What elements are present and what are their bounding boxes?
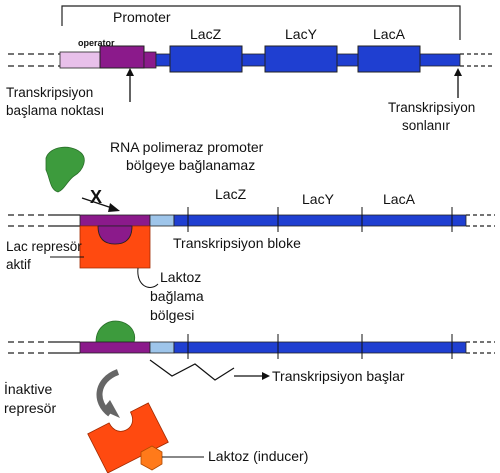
end-label-line2: sonlanır <box>402 118 451 133</box>
gene2-laca-label: LacA <box>383 191 416 207</box>
start-label-line1: Transkripsiyon <box>6 85 93 100</box>
mrna-zigzag <box>149 359 235 381</box>
dna3-genes <box>173 341 467 354</box>
dna3-promoter <box>149 341 175 354</box>
lactose-site-label-line1: Laktoz <box>160 269 201 285</box>
repressor-operator-binding <box>97 225 133 245</box>
gene-lacz <box>169 45 243 73</box>
transcription-blocked-label: Transkripsiyon bloke <box>173 235 301 251</box>
panel-2: RNA polimeraz promoter bölgeye bağlanama… <box>6 139 495 323</box>
dna2-promoter <box>149 214 175 227</box>
rna-pol-label-line2: bölgeye bağlanamaz <box>126 157 255 173</box>
gene2-lacz-label: LacZ <box>215 186 247 202</box>
promoter-bracket <box>61 5 461 40</box>
lactose-site-label-line3: bölgesi <box>150 307 194 323</box>
panel-1: Promoter operator LacZ LacY LacA Transkr… <box>6 5 495 133</box>
inducer-label: Laktoz (inducer) <box>208 448 308 464</box>
repressor-label-line1: Lac represör <box>6 239 82 254</box>
blocked-arrow-head <box>108 203 120 212</box>
release-arrow-head <box>102 400 120 418</box>
inactive-repressor-label-line1: İnaktive <box>4 380 52 397</box>
lactose-site-pointer <box>137 267 159 288</box>
gene-lacy <box>264 45 338 73</box>
operator-tail <box>143 51 157 69</box>
end-label-line1: Transkripsiyon <box>388 100 475 115</box>
start-label-line2: başlama noktası <box>6 103 104 118</box>
dna2-operator <box>79 214 151 227</box>
dna2-genes <box>173 214 467 227</box>
lactose-inducer-shape <box>140 445 163 471</box>
rna-pol-label-line1: RNA polimeraz promoter <box>110 139 264 155</box>
repressor-label-line2: aktif <box>6 257 31 272</box>
promoter-label: Promoter <box>113 9 171 25</box>
operator-region <box>99 45 145 69</box>
operator-label: operator <box>78 38 115 48</box>
end-arrow-head <box>454 68 462 76</box>
gene-lacy-label: LacY <box>285 26 318 42</box>
mrna-arrow-head <box>262 372 270 380</box>
blocked-arrow-line <box>81 197 113 209</box>
transcription-start-label: Transkripsiyon başlar <box>272 368 405 384</box>
promoter-region <box>59 51 101 69</box>
lactose-site-label-line2: bağlama <box>150 288 204 304</box>
gene-laca <box>357 45 421 73</box>
rna-polymerase-shape <box>45 146 85 193</box>
inactive-repressor <box>87 402 169 473</box>
dna3-operator <box>79 341 151 354</box>
gene-laca-label: LacA <box>373 26 406 42</box>
inactive-repressor-shape <box>87 402 169 473</box>
inactive-repressor-label-line2: represör <box>4 400 56 416</box>
panel-3: Transkripsiyon başlar İnaktive represör … <box>4 320 495 473</box>
start-arrow-head <box>126 68 134 76</box>
gene2-lacy-label: LacY <box>302 191 335 207</box>
gene-lacz-label: LacZ <box>190 26 222 42</box>
bound-rna-polymerase <box>95 320 136 343</box>
